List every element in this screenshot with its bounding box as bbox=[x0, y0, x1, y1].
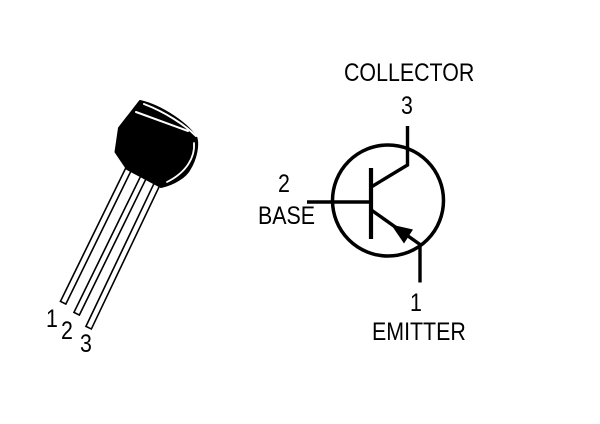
base-label: BASE bbox=[258, 202, 316, 230]
emitter-label: EMITTER bbox=[372, 318, 466, 346]
package-highlight-ridge bbox=[135, 111, 189, 132]
package-highlight-bottom bbox=[166, 142, 195, 183]
package-pin-1-label: 1 bbox=[46, 305, 58, 333]
emitter-pin-number: 1 bbox=[410, 289, 422, 317]
collector-label: COLLECTOR bbox=[344, 59, 475, 87]
emitter-arrow-icon bbox=[391, 224, 413, 244]
symbol-collector-lead bbox=[371, 126, 410, 188]
transistor-symbol bbox=[307, 126, 446, 283]
base-pin-number: 2 bbox=[278, 170, 290, 198]
package-highlight-dome bbox=[143, 103, 197, 137]
package-lead-1 bbox=[59, 156, 138, 306]
collector-pin-number: 3 bbox=[401, 92, 413, 120]
package-body bbox=[114, 100, 199, 188]
package-pin-3-label: 3 bbox=[80, 330, 92, 358]
package-lead-3 bbox=[84, 178, 163, 331]
to92-package-drawing bbox=[59, 100, 199, 331]
package-lead-2 bbox=[72, 168, 151, 317]
symbol-emitter-lead bbox=[371, 209, 422, 283]
package-pin-2-label: 2 bbox=[61, 317, 73, 345]
